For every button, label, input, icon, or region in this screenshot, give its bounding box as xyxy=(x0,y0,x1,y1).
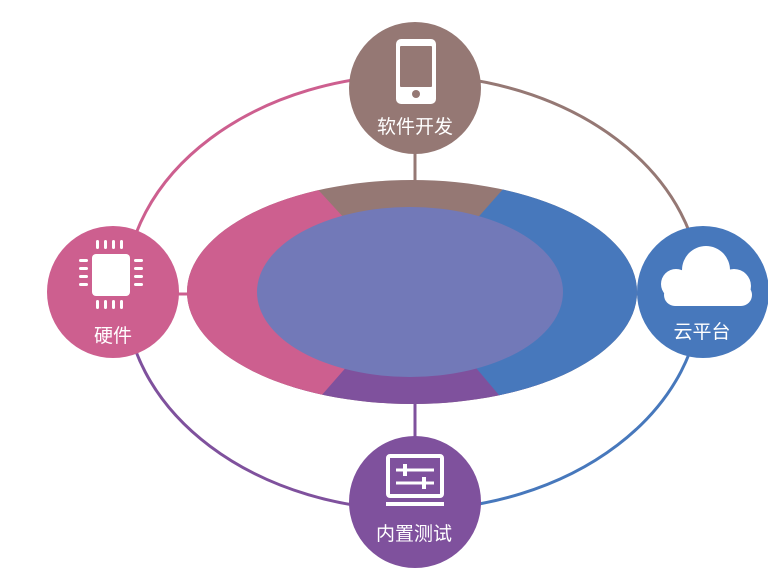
node-hardware[interactable]: 硬件 xyxy=(47,226,179,358)
smartphone-icon xyxy=(396,39,436,104)
cpu-chip-icon xyxy=(79,240,143,309)
node-label-hardware: 硬件 xyxy=(94,325,132,347)
node-testing[interactable]: 内置测试 xyxy=(349,436,481,568)
node-cloud[interactable]: 云平台 xyxy=(637,226,768,358)
node-label-cloud: 云平台 xyxy=(673,321,730,343)
node-software[interactable]: 软件开发 xyxy=(349,22,481,154)
node-label-testing: 内置测试 xyxy=(376,523,452,545)
monitor-sliders-icon xyxy=(386,454,444,506)
cloud-icon xyxy=(661,246,752,306)
node-label-software: 软件开发 xyxy=(377,116,453,138)
center-ellipse xyxy=(257,207,563,377)
